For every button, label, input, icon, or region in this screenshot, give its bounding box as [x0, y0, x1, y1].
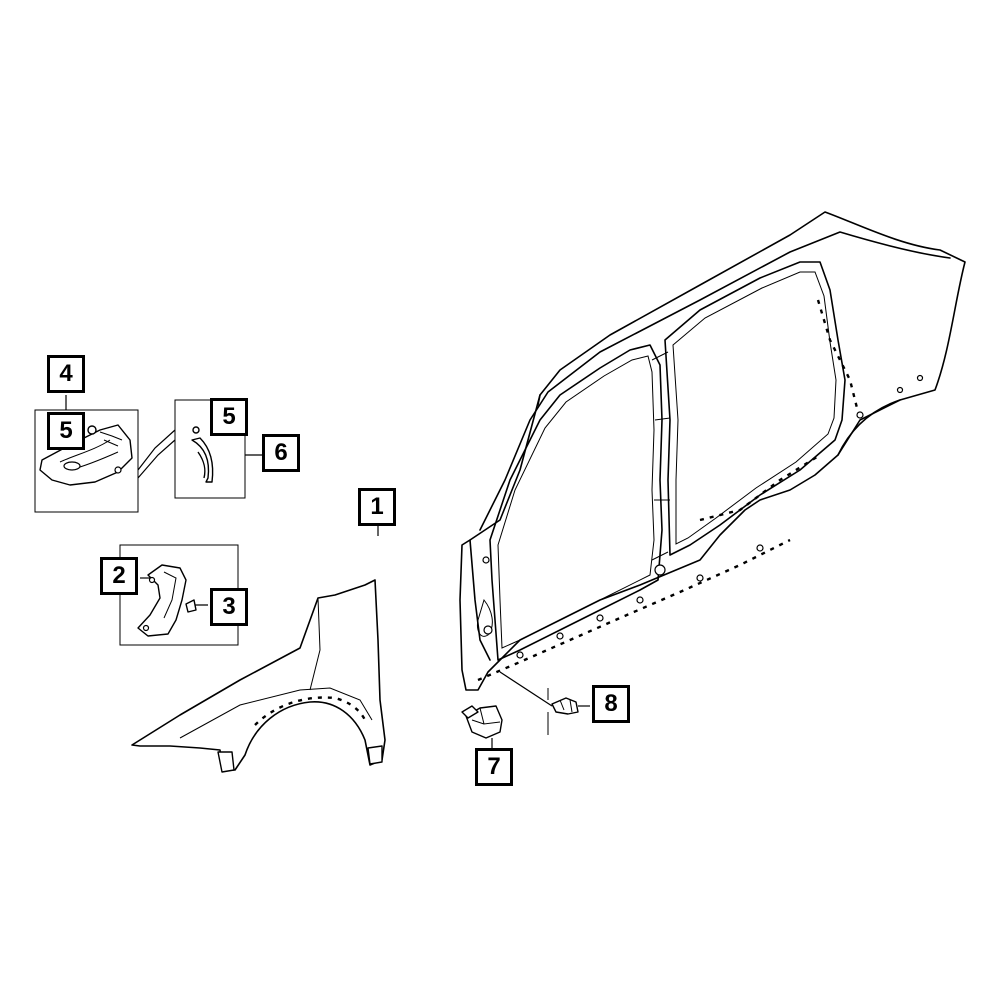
callout-5-right[interactable]: 5	[210, 398, 248, 436]
callout-8[interactable]: 8	[592, 685, 630, 723]
callout-6[interactable]: 6	[262, 434, 300, 472]
fender-bracket[interactable]	[137, 564, 197, 637]
seal-strip[interactable]	[191, 426, 214, 483]
callout-7[interactable]: 7	[475, 748, 513, 786]
callout-1[interactable]: 1	[358, 488, 396, 526]
splash-shield[interactable]	[39, 424, 133, 486]
hinge-bracket[interactable]	[461, 705, 503, 748]
front-fender[interactable]	[131, 579, 386, 773]
callout-2[interactable]: 2	[100, 557, 138, 595]
group-4-frame	[34, 395, 139, 513]
callout-3[interactable]: 3	[210, 588, 248, 626]
retainer-clip[interactable]	[551, 697, 579, 715]
group-8-bracket	[499, 671, 590, 735]
callout-4[interactable]: 4	[47, 355, 85, 393]
body-side-aperture-panel[interactable]	[459, 211, 966, 691]
callout-5-left[interactable]: 5	[47, 412, 85, 450]
